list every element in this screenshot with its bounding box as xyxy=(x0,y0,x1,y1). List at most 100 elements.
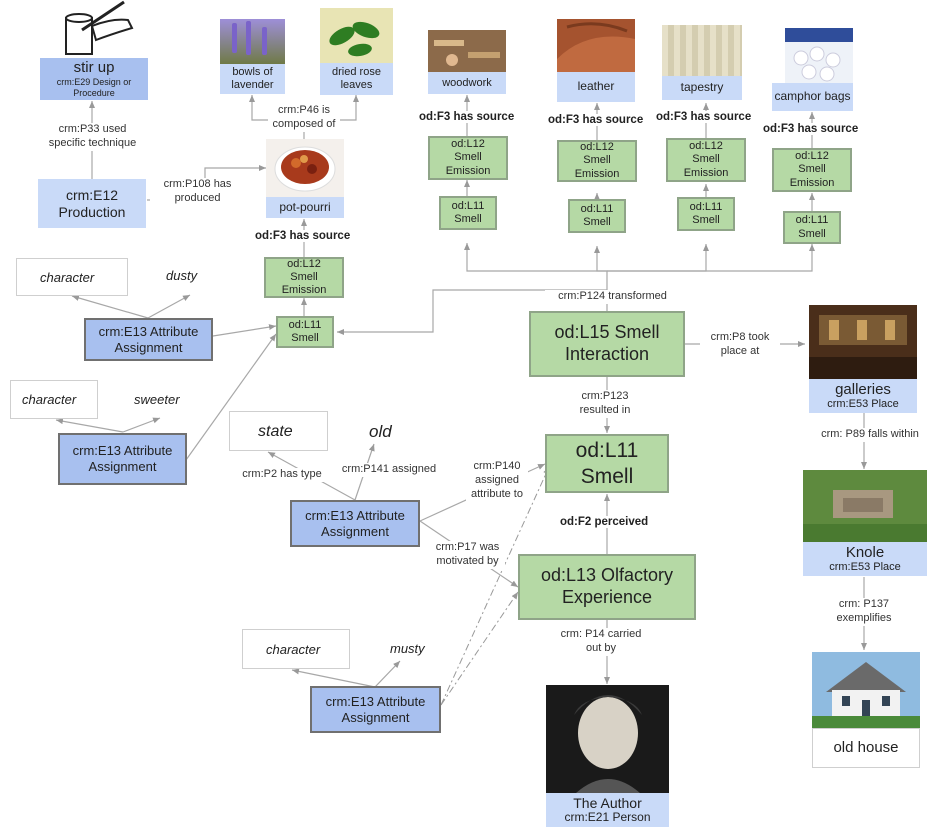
l12-line1: od:L12 xyxy=(287,257,321,270)
value-character-2: character xyxy=(22,392,77,407)
label-p89: crm: P89 falls within xyxy=(812,428,928,442)
leather-image xyxy=(557,19,635,72)
attr-line1: crm:E13 Attribute xyxy=(305,507,405,523)
smell-node[interactable]: od:L11 Smell xyxy=(545,434,669,493)
attr-assignment-1[interactable]: crm:E13 Attribute Assignment xyxy=(84,318,213,361)
tapestry-l12-node[interactable]: od:L12 Smell Emission xyxy=(666,138,746,182)
l12-line3: Emission xyxy=(683,166,729,179)
l12-line1: od:L12 xyxy=(689,140,723,153)
lavender-image xyxy=(220,19,285,64)
label-f3-camphor: od:F3 has source xyxy=(763,123,859,135)
l12-line1: od:L12 xyxy=(580,141,614,154)
l11-line2: Smell xyxy=(583,216,611,228)
potpourri-node[interactable]: pot-pourri xyxy=(266,197,344,218)
value-character-3: character xyxy=(266,642,321,657)
knole-node[interactable]: Knole crm:E53 Place xyxy=(803,542,927,576)
l13-node[interactable]: od:L13 Olfactory Experience xyxy=(518,554,696,620)
state-box xyxy=(229,411,328,451)
stir-up-title: stir up xyxy=(73,59,115,77)
galleries-image xyxy=(809,305,917,379)
rose-node[interactable]: dried rose leaves xyxy=(320,63,393,95)
l12-line1: od:L12 xyxy=(795,150,829,163)
label-p124: crm:P124 transformed xyxy=(545,290,680,304)
attr-line1: crm:E13 Attribute xyxy=(98,323,199,339)
galleries-title: galleries xyxy=(835,381,891,399)
woodwork-node[interactable]: woodwork xyxy=(428,72,506,94)
l12-line2: Smell xyxy=(583,154,611,167)
lavender-node[interactable]: bowls of lavender xyxy=(220,64,285,94)
tapestry-image xyxy=(662,25,742,76)
woodwork-image xyxy=(428,30,506,72)
label-f3-tapestry: od:F3 has source xyxy=(656,111,752,123)
attr-assignment-4[interactable]: crm:E13 Attribute Assignment xyxy=(310,686,441,733)
attr-line2: Assignment xyxy=(114,339,183,355)
leather-l11-node[interactable]: od:L11 Smell xyxy=(568,199,626,233)
potpourri-l12-node[interactable]: od:L12 Smell Emission xyxy=(264,257,344,298)
character-box-2 xyxy=(10,380,98,419)
l12-line1: od:L12 xyxy=(451,138,485,151)
camphor-image xyxy=(785,28,853,83)
attr-line1: crm:E13 Attribute xyxy=(72,443,173,459)
label-f3-woodwork: od:F3 has source xyxy=(419,111,515,123)
label-p46: crm:P46 is composed of xyxy=(268,104,340,132)
production-line1: crm:E12 xyxy=(65,186,119,203)
attr-assignment-2[interactable]: crm:E13 Attribute Assignment xyxy=(58,433,187,485)
l11-line2: Smell xyxy=(692,214,720,226)
attr-assignment-3[interactable]: crm:E13 Attribute Assignment xyxy=(290,500,420,547)
knole-type: crm:E53 Place xyxy=(829,561,901,574)
l12-line2: Smell xyxy=(798,163,826,176)
camphor-l11-node[interactable]: od:L11 Smell xyxy=(783,211,841,244)
l11-line1: od:L11 xyxy=(288,318,322,331)
l12-line2: Smell xyxy=(290,270,318,283)
author-title: The Author xyxy=(573,795,642,812)
l11-line1: od:L11 xyxy=(795,214,829,227)
value-old: old xyxy=(369,422,392,441)
leather-l12-node[interactable]: od:L12 Smell Emission xyxy=(557,140,637,182)
production-node[interactable]: crm:E12 Production xyxy=(38,179,146,228)
stir-up-image xyxy=(52,0,136,60)
production-line2: Production xyxy=(58,203,126,220)
tapestry-l11-node[interactable]: od:L11 Smell xyxy=(677,197,735,231)
l13-line2: Experience xyxy=(561,587,653,607)
rose-image xyxy=(320,8,393,63)
potpourri-l11-node[interactable]: od:L11 Smell xyxy=(276,316,334,348)
woodwork-l11-node[interactable]: od:L11 Smell xyxy=(439,196,497,230)
l11-line2: Smell xyxy=(291,332,319,344)
label-p140: crm:P140 assigned attribute to xyxy=(466,460,528,502)
attr-line2: Assignment xyxy=(321,523,389,539)
potpourri-image xyxy=(266,139,344,197)
l11-line1: od:L11 xyxy=(451,199,485,212)
l12-line3: Emission xyxy=(789,176,835,189)
value-dusty: dusty xyxy=(166,268,198,283)
author-image xyxy=(546,685,669,793)
galleries-type: crm:E53 Place xyxy=(827,398,899,411)
galleries-node[interactable]: galleries crm:E53 Place xyxy=(809,379,917,413)
value-character-1: character xyxy=(40,270,95,285)
l12-line3: Emission xyxy=(281,284,327,297)
attr-line2: Assignment xyxy=(88,459,157,474)
attr-line2: Assignment xyxy=(341,709,410,725)
character-box-1 xyxy=(16,258,128,296)
tapestry-node[interactable]: tapestry xyxy=(662,76,742,100)
stir-up-node[interactable]: stir up crm:E29 Design or Procedure xyxy=(40,58,148,100)
label-p2: crm:P2 has type xyxy=(234,468,330,482)
author-node[interactable]: The Author crm:E21 Person xyxy=(546,793,669,827)
l11-line2: Smell xyxy=(798,227,826,240)
old-house-node[interactable]: old house xyxy=(812,728,920,768)
author-type: crm:E21 Person xyxy=(564,810,651,825)
l15-line1: od:L15 Smell xyxy=(554,322,660,343)
leather-node[interactable]: leather xyxy=(557,72,635,102)
label-p141: crm:P141 assigned xyxy=(336,463,442,477)
woodwork-l12-node[interactable]: od:L12 Smell Emission xyxy=(428,136,508,180)
knole-title: Knole xyxy=(845,544,885,562)
l12-line3: Emission xyxy=(445,164,491,177)
knole-image xyxy=(803,470,927,542)
camphor-l12-node[interactable]: od:L12 Smell Emission xyxy=(772,148,852,192)
l11-line1: od:L11 xyxy=(580,202,614,215)
label-p14: crm: P14 carried out by xyxy=(553,628,649,656)
smell-line2: Smell xyxy=(580,464,634,488)
camphor-node[interactable]: camphor bags xyxy=(772,83,853,111)
label-p123: crm:P123 resulted in xyxy=(565,390,645,418)
character-box-3 xyxy=(242,629,350,669)
l15-node[interactable]: od:L15 Smell Interaction xyxy=(529,311,685,377)
